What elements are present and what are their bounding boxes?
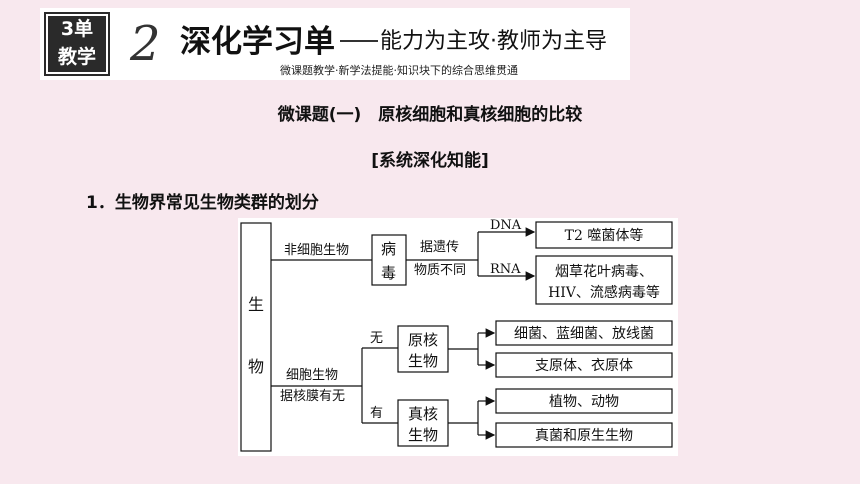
virus-label-1: 病	[381, 240, 396, 258]
section-banner: 3单 教学 2 深化学习单 能力为主攻·教师为主导 微课题教学·新学法提能·知识…	[40, 8, 630, 80]
section-number: 2	[130, 16, 161, 72]
eukaryote-label-2: 生物	[408, 426, 438, 444]
criterion-cell-label: 据核膜有无	[280, 389, 345, 404]
rna-label: RNA	[490, 262, 521, 277]
section-title: [系统深化知能]	[371, 151, 489, 171]
classification-diagram: 生 物 非细胞生物 病 毒 据遗传 物质不同 DNA RNA T2 噬菌体等 烟…	[238, 218, 678, 456]
badge-line-1: 3单	[60, 18, 94, 40]
prokaryote-examples-2: 支原体、衣原体	[535, 358, 633, 374]
prokaryote-example-1-box	[495, 320, 673, 346]
criterion-virus-1: 据遗传	[420, 240, 459, 255]
root-box	[240, 222, 272, 452]
virus-label-2: 毒	[381, 264, 396, 282]
dna-examples: T2 噬菌体等	[565, 227, 644, 244]
root-label-1: 生	[248, 295, 264, 314]
banner-title: 深化学习单	[180, 24, 335, 60]
point-title: 1．生物界常见生物类群的划分	[86, 193, 319, 213]
lesson-title: 微课题(一) 原核细胞和真核细胞的比较	[277, 105, 583, 125]
without-label: 无	[370, 331, 383, 346]
non-cellular-label: 非细胞生物	[284, 243, 349, 258]
criterion-virus-2: 物质不同	[414, 263, 466, 278]
eukaryote-examples-1: 植物、动物	[549, 394, 619, 410]
rna-examples-1: 烟草花叶病毒、	[555, 264, 653, 280]
prokaryote-examples-1: 细菌、蓝细菌、放线菌	[514, 326, 654, 342]
banner-subtitle: 能力为主攻·教师为主导	[380, 29, 607, 54]
dna-label: DNA	[490, 218, 522, 233]
eukaryote-label-1: 真核	[408, 405, 438, 423]
banner-dash	[340, 40, 378, 42]
badge-line-2: 教学	[57, 46, 96, 68]
with-label: 有	[370, 406, 383, 421]
dna-example-box	[535, 221, 673, 249]
eukaryote-example-1-box	[495, 388, 673, 414]
banner-tagline: 微课题教学·新学法提能·知识块下的综合思维贯通	[280, 64, 518, 77]
rna-examples-2: HIV、流感病毒等	[548, 284, 660, 301]
rna-example-box	[535, 255, 673, 305]
prokaryote-label-2: 生物	[408, 352, 438, 370]
root-label-2: 物	[248, 357, 264, 376]
prokaryote-example-2-box	[495, 352, 673, 378]
cellular-label: 细胞生物	[286, 368, 338, 383]
prokaryote-label-1: 原核	[408, 331, 438, 349]
eukaryote-example-2-box	[495, 422, 673, 448]
eukaryote-examples-2: 真菌和原生生物	[535, 428, 633, 444]
unit-badge: 3单 教学	[44, 12, 110, 76]
